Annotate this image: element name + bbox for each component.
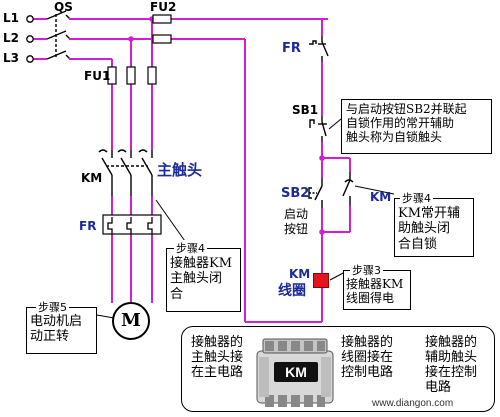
- step4-main-box: [166, 248, 241, 312]
- km-coil: [313, 273, 329, 288]
- fu2-fuses: [152, 14, 172, 44]
- step5-title: 步骤5: [36, 299, 69, 315]
- legend-line: 辅助触头: [425, 349, 478, 365]
- legend-line: 电路: [425, 379, 452, 395]
- step4-main-line: 合: [170, 286, 184, 302]
- motor-symbol: M: [112, 302, 150, 340]
- legend-col-coil: 接触器的 线圈接在 控制电路: [341, 335, 394, 381]
- step5-note: 电动机启 动正转: [30, 314, 82, 345]
- watermark: www.diangon.com: [372, 398, 454, 409]
- l3-terminal: [26, 55, 34, 63]
- selflock-line: 触头称为自锁触头: [346, 130, 443, 145]
- sb1-label: SB1: [292, 103, 319, 117]
- km-main-label: KM: [81, 171, 103, 185]
- legend-line: 主触头接: [191, 349, 244, 365]
- step4-aux-note: KM常开辅 助触头闭 合自锁: [398, 206, 460, 252]
- leader-step5: [96, 314, 115, 319]
- legend-col-aux: 接触器的 辅助触头 接在控制 电路: [425, 335, 478, 396]
- step3-note: 接触器KM 线圈得电: [346, 277, 403, 305]
- selflock-note: 与启动按钮SB2并联起 自锁作用的常开辅助 触头称为自锁触头: [346, 102, 467, 144]
- sb2-start-button: [306, 178, 328, 208]
- step4-aux-line: 助触头闭: [398, 221, 451, 237]
- l2-label: L2: [3, 31, 19, 45]
- step3-line: 接触器KM: [346, 277, 404, 291]
- legend-line: 接在控制: [425, 364, 478, 380]
- sb2-caption-line2: 按钮: [284, 222, 309, 236]
- step4-main-line: 接触器KM: [170, 256, 233, 271]
- fu1-label: FU1: [84, 69, 111, 83]
- km-aux-contact: [340, 172, 358, 206]
- coil-caption: 线圈: [278, 283, 306, 299]
- l1-terminal: [26, 15, 34, 23]
- legend-line: 接触器的: [191, 335, 244, 350]
- fr-main-label: FR: [79, 219, 97, 233]
- leader-step3: [329, 271, 346, 281]
- step3-title: 步骤3: [350, 262, 383, 278]
- selflock-note-box: [341, 99, 492, 154]
- selflock-line: 自锁作用的常开辅助: [346, 116, 455, 131]
- legend-line: 接触器的: [425, 335, 478, 350]
- fu2-label: FU2: [150, 0, 177, 14]
- fr-control-label: FR: [282, 41, 301, 56]
- step4-main-line: 主触头闭: [170, 271, 223, 287]
- km-main-contacts: [98, 149, 162, 196]
- fr-thermal-heaters: [102, 214, 162, 235]
- legend-box: [181, 326, 495, 412]
- step4-aux-line: KM常开辅: [398, 206, 461, 221]
- step3-line: 线圈得电: [346, 291, 395, 306]
- leader-step4-main: [155, 199, 188, 245]
- step4-aux-line: 合自锁: [398, 236, 438, 252]
- l3-label: L3: [3, 51, 19, 65]
- step4-main-note: 接触器KM 主触头闭 合: [170, 256, 232, 302]
- qs-label: QS: [54, 0, 73, 14]
- contactor-badge: KM: [274, 362, 318, 382]
- sb1-stop-button: [306, 116, 328, 142]
- legend-line: 在主电路: [191, 364, 244, 380]
- fu1-fuses: [107, 66, 157, 85]
- l1-label: L1: [3, 11, 19, 25]
- legend-line: 接触器的: [341, 335, 394, 350]
- km-aux-label: KM: [370, 190, 392, 204]
- sb2-caption-line1: 启动: [284, 207, 309, 221]
- leader-selflock: [328, 118, 342, 130]
- legend-line: 控制电路: [341, 364, 394, 380]
- legend-line: 线圈接在: [341, 349, 394, 365]
- main-contact-caption: 主触头: [157, 161, 203, 179]
- legend-col-main: 接触器的 主触头接 在主电路: [191, 335, 244, 381]
- leader-step4-aux: [354, 185, 395, 195]
- sb2-label: SB2: [281, 186, 310, 201]
- l2-terminal: [26, 35, 34, 43]
- step4-aux-box: [394, 198, 474, 257]
- step5-line: 电动机启: [30, 314, 83, 329]
- selflock-line: 与启动按钮SB2并联起: [346, 102, 467, 116]
- step5-line: 动正转: [30, 329, 70, 345]
- km-coil-label: KM: [289, 267, 311, 281]
- step4-main-title: 步骤4: [174, 240, 207, 256]
- fr-nc-contact: [308, 36, 329, 62]
- qs-switch: [46, 10, 76, 66]
- step4-aux-title: 步骤4: [400, 190, 433, 206]
